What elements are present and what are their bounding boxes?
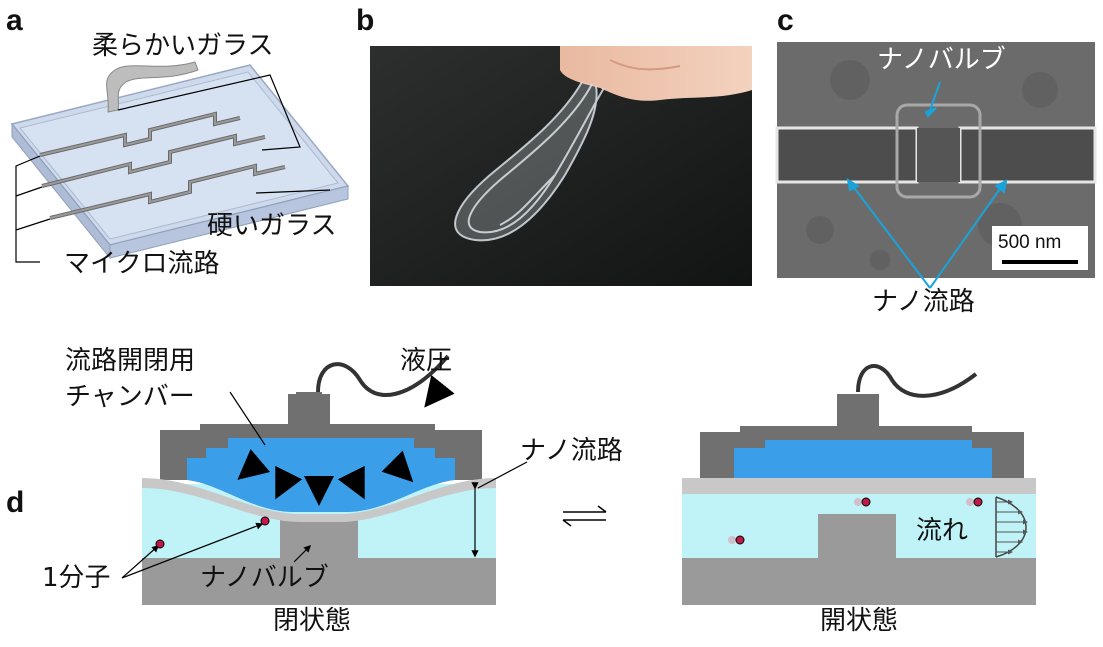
- label-state-left: 閉状態: [273, 606, 352, 636]
- label-microchannel: マイクロ流路: [64, 249, 220, 279]
- label-hard-glass: 硬いガラス: [207, 211, 337, 241]
- panel-letter-a: a: [6, 4, 23, 37]
- label-sem-nanovalve: ナノバルブ: [877, 45, 1006, 75]
- label-hydraulic: 液圧: [400, 346, 453, 376]
- label-molecule: 1分子: [42, 563, 111, 593]
- label-chamber-line2: チャンバー: [65, 382, 195, 412]
- label-chamber-line1: 流路開閉用: [65, 346, 196, 376]
- label-soft-glass: 柔らかいガラス: [92, 31, 274, 61]
- label-state-right: 開状態: [820, 606, 899, 636]
- panel-letter-b: b: [356, 4, 375, 37]
- label-flow: 流れ: [916, 516, 969, 546]
- label-d-nanochannel: ナノ流路: [520, 436, 623, 466]
- panel-letter-c: c: [777, 4, 794, 37]
- label-sem-nanochannel: ナノ流路: [872, 287, 975, 317]
- label-d-nanovalve: ナノバルブ: [200, 563, 329, 593]
- scale-bar-label: 500 nm: [998, 232, 1062, 253]
- panel-letter-d: d: [6, 486, 25, 519]
